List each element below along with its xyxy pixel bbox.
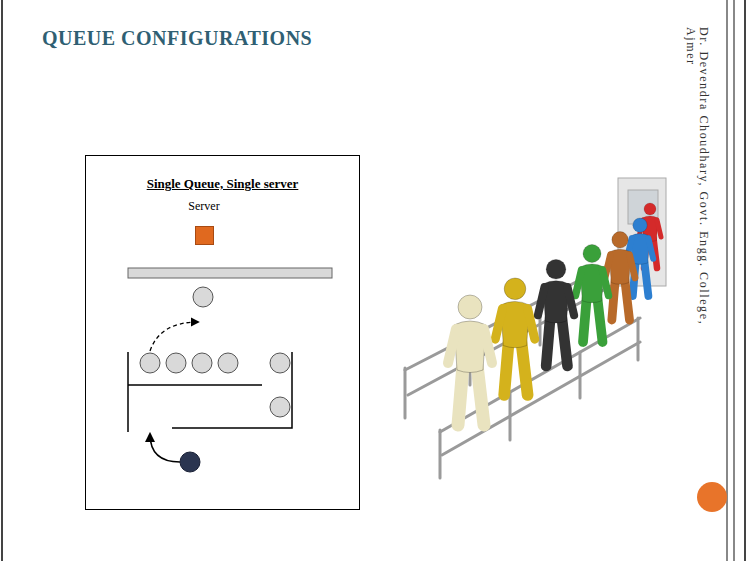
- person-figure: [538, 259, 574, 366]
- person-figure: [605, 232, 635, 320]
- arriving-customer: [180, 452, 200, 472]
- move-arrow: [150, 322, 198, 351]
- slide-border: [744, 0, 746, 561]
- slide-dot: [697, 482, 727, 512]
- person-figure: [495, 278, 535, 395]
- slide-title: QUEUE CONFIGURATIONS: [42, 27, 312, 50]
- server-box: Server: [174, 199, 234, 247]
- person-figure: [576, 245, 609, 343]
- server-label: Server: [174, 199, 234, 214]
- configuration-panel: Single Queue, Single serverServer: [85, 155, 360, 510]
- fence: [405, 262, 640, 478]
- panel-heading: Single Queue, Single server: [86, 176, 359, 192]
- slide-border: [733, 0, 735, 561]
- server-symbol: [195, 226, 214, 245]
- arrival-arrow: [150, 434, 180, 462]
- service-counter: [128, 268, 332, 278]
- customer-in-service: [193, 287, 213, 307]
- watermark: Dr. Devendra Choudhary, Govt. Engg. Coll…: [684, 27, 710, 345]
- queue-lines: [128, 352, 292, 432]
- person-figure: [448, 295, 492, 425]
- slide-border: [726, 0, 728, 561]
- slide-border: [1, 0, 3, 561]
- queue-people: [448, 203, 661, 425]
